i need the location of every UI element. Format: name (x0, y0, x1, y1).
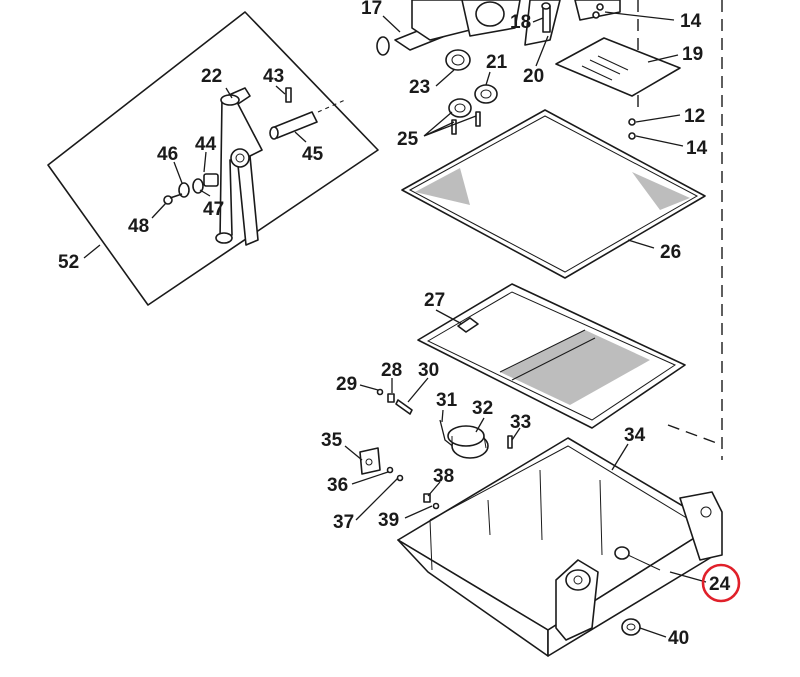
gear-23 (445, 49, 471, 71)
label-45: 45 (302, 144, 324, 165)
shaft-45 (269, 111, 318, 140)
label-22: 22 (201, 66, 222, 87)
base-tray-34 (397, 437, 723, 657)
fastener-stack (163, 173, 219, 205)
label-25: 25 (397, 129, 419, 150)
gear-25 (448, 98, 472, 118)
label-26: 26 (660, 242, 681, 263)
mounting-plate (47, 11, 379, 306)
label-17: 17 (361, 0, 382, 19)
nut-40 (621, 618, 641, 636)
pin-25b (475, 111, 481, 127)
washer-37 (396, 474, 404, 482)
bolt-24 (614, 546, 661, 571)
small-parts-28-30 (376, 388, 413, 415)
screw-38 (423, 493, 431, 503)
label-48: 48 (128, 216, 149, 237)
screw-33 (507, 435, 513, 449)
knob-32 (447, 425, 489, 459)
lid-26 (401, 109, 706, 279)
label-33: 33 (510, 412, 531, 433)
label-32: 32 (472, 398, 493, 419)
label-34: 34 (624, 425, 646, 446)
label-27: 27 (424, 290, 445, 311)
label-29: 29 (336, 374, 357, 395)
frame-27 (417, 283, 686, 429)
label-28: 28 (381, 360, 402, 381)
plate-19 (555, 37, 681, 97)
bracket-35 (359, 447, 381, 475)
label-24: 24 (709, 574, 731, 595)
label-43: 43 (263, 66, 284, 87)
dashed-outline (637, 0, 723, 460)
label-23: 23 (409, 77, 430, 98)
label-20: 20 (523, 66, 544, 87)
leader-lines (83, 11, 707, 638)
label-37: 37 (333, 512, 354, 533)
label-47: 47 (203, 199, 224, 220)
label-35: 35 (321, 430, 343, 451)
screw-14 (628, 132, 636, 140)
part-labels: 17 18 14 19 20 21 22 43 23 12 14 25 45 4… (58, 0, 731, 649)
highlight-circle (701, 563, 741, 603)
label-46: 46 (157, 144, 178, 165)
pin-18 (541, 2, 551, 33)
pin-43 (285, 87, 292, 103)
gear-21 (474, 84, 498, 104)
screw-12 (628, 118, 636, 126)
nut-36 (386, 466, 394, 474)
label-18: 18 (510, 12, 531, 33)
pin-25a (451, 119, 457, 135)
label-52: 52 (58, 252, 79, 273)
label-19: 19 (682, 44, 703, 65)
label-12: 12 (684, 106, 705, 127)
top-housing (376, 0, 621, 56)
label-39: 39 (378, 510, 399, 531)
label-36: 36 (327, 475, 348, 496)
label-14-top: 14 (680, 11, 702, 32)
label-30: 30 (418, 360, 439, 381)
axis-line (317, 99, 346, 113)
label-40: 40 (668, 628, 689, 649)
label-31: 31 (436, 390, 458, 411)
label-21: 21 (486, 52, 508, 73)
label-14-mid: 14 (686, 138, 708, 159)
label-38: 38 (433, 466, 454, 487)
nut-39 (432, 502, 440, 510)
label-44: 44 (195, 134, 217, 155)
